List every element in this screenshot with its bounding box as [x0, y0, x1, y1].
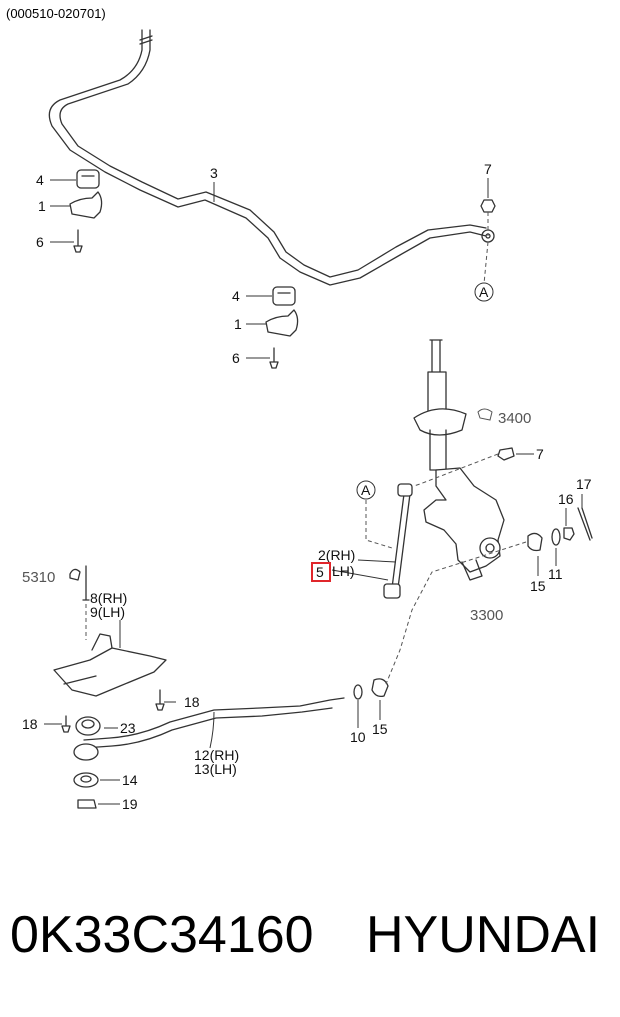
reference-circle-a-top	[474, 282, 494, 302]
callout-15-rod: 15	[372, 721, 388, 737]
callout-18-left: 18	[22, 716, 38, 732]
bolt-right	[269, 347, 279, 369]
callout-17: 17	[576, 476, 592, 492]
bushing-15	[371, 678, 389, 698]
callout-18-right: 18	[184, 694, 200, 710]
callout-6-right: 6	[232, 350, 240, 366]
strut-spring-seat	[413, 408, 467, 436]
reference-circle-a-mid	[356, 480, 376, 500]
callout-5-lh: LH)	[332, 563, 355, 579]
part-number: 0K33C34160	[10, 906, 314, 964]
nut-19	[77, 799, 97, 809]
callout-19: 19	[122, 796, 138, 812]
callout-3400: 3400	[498, 410, 531, 427]
callout-3300: 3300	[470, 607, 503, 624]
washer-14	[73, 772, 99, 788]
callout-10: 10	[350, 729, 366, 745]
callout-4-right: 4	[232, 288, 240, 304]
tension-rod	[83, 697, 345, 741]
callout-3: 3	[210, 165, 218, 181]
nut-7-mid	[497, 447, 515, 461]
callout-12-rh: 12(RH)	[194, 747, 239, 763]
strut-body	[427, 371, 447, 413]
bolt-18-left	[61, 715, 71, 733]
bracket-left	[69, 191, 103, 219]
bolt-18-right	[155, 689, 165, 711]
callout-14: 14	[122, 772, 138, 788]
bushing-stack	[73, 743, 99, 761]
callout-8-rh: 8(RH)	[90, 590, 127, 606]
callout-23: 23	[120, 720, 136, 736]
callout-6-left: 6	[36, 234, 44, 250]
bushing-right	[272, 286, 296, 306]
callout-4-left: 4	[36, 172, 44, 188]
callout-11: 11	[548, 566, 563, 582]
cotter-pin-17	[577, 507, 593, 541]
callout-16: 16	[558, 491, 574, 507]
diagram-code: (000510-020701)	[6, 6, 106, 21]
exploded-parts-diagram: A A 3 4 1 6 4 1 6 7 3400 7 2(RH) 5 LH) 5…	[22, 29, 593, 812]
stabilizer-link	[391, 493, 411, 589]
callout-13-lh: 13(LH)	[194, 761, 237, 777]
callout-5310: 5310	[22, 569, 55, 586]
bracket-8-9	[53, 647, 167, 697]
washer-11	[551, 528, 561, 546]
highlight-box-5	[311, 562, 331, 582]
callout-5: 5	[316, 564, 324, 580]
bushing-23	[75, 716, 101, 736]
ref-a-top-label: A	[479, 284, 489, 300]
callout-1-right: 1	[234, 316, 242, 332]
washer-15	[527, 532, 543, 552]
ref-a-mid-label: A	[361, 482, 371, 498]
bushing-left	[76, 169, 100, 189]
callout-7-mid: 7	[536, 446, 544, 462]
washer-10	[353, 684, 363, 700]
callout-9-lh: 9(LH)	[90, 604, 125, 620]
callout-1-left: 1	[38, 198, 46, 214]
nut-16	[563, 527, 575, 541]
callout-7-top: 7	[484, 161, 492, 177]
stabilizer-bar	[48, 29, 487, 286]
nut-7-top	[480, 199, 496, 213]
bolt-5310	[82, 565, 90, 601]
bracket-right	[265, 309, 299, 337]
bolt-left	[73, 229, 83, 253]
callout-15-hub: 15	[530, 578, 546, 594]
strut-rod	[429, 339, 443, 373]
callout-2-rh: 2(RH)	[318, 547, 355, 563]
brand-name: HYUNDAI	[366, 906, 601, 964]
